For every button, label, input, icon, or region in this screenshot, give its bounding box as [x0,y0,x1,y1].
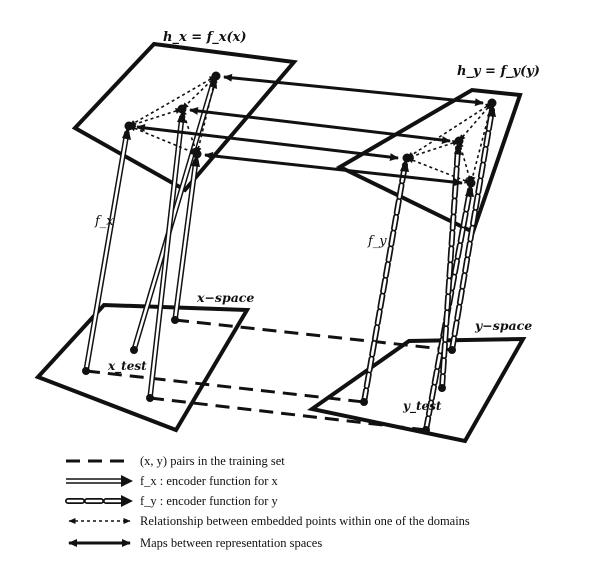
legend-label-fy: f_y : encoder function for y [140,494,279,508]
x-space-label: x−space [196,290,254,305]
pair-line [174,318,453,352]
legend-swatch-fx [66,475,133,487]
legend-label-relation: Relationship between embedded points wit… [140,514,470,528]
y-space-label: y−space [474,318,532,333]
x-node [146,394,154,402]
legend-label-maps: Maps between representation spaces [140,536,322,550]
legend-label-pairs: (x, y) pairs in the training set [140,454,285,468]
y-node [360,398,368,406]
hx-node [177,104,187,114]
hx-node [192,149,202,159]
hy-node [402,153,412,163]
legend: (x, y) pairs in the training set f_x : e… [65,454,470,550]
y-node [448,346,456,354]
hx-node [211,71,221,81]
fy-label: f_y [367,234,387,249]
training-pair-lines [85,318,453,432]
pair-line [85,369,365,404]
map-arrow [204,151,463,187]
pair-line [149,396,427,432]
legend-swatch-fy [65,495,133,507]
hy-node [466,178,476,188]
y-test-label: y_test [402,399,442,414]
hy-node [487,98,497,108]
y-space-plane [307,336,527,444]
fx-label: f_x [94,214,114,229]
hy-node [454,136,464,146]
x-test-label: x_test [107,359,147,374]
map-arrow [223,73,484,107]
cross-space-maps [136,73,484,187]
legend-label-fx: f_x : encoder function for x [140,474,279,488]
x-node [171,316,179,324]
y-test-node [438,384,446,392]
y-node [422,426,430,434]
x-test-node [130,346,138,354]
hx-node [124,121,134,131]
x-node [82,367,90,375]
hy-label: h_y = f_y(y) [457,64,540,79]
hx-label: h_x = f_x(x) [163,30,247,45]
nodes [82,71,497,434]
